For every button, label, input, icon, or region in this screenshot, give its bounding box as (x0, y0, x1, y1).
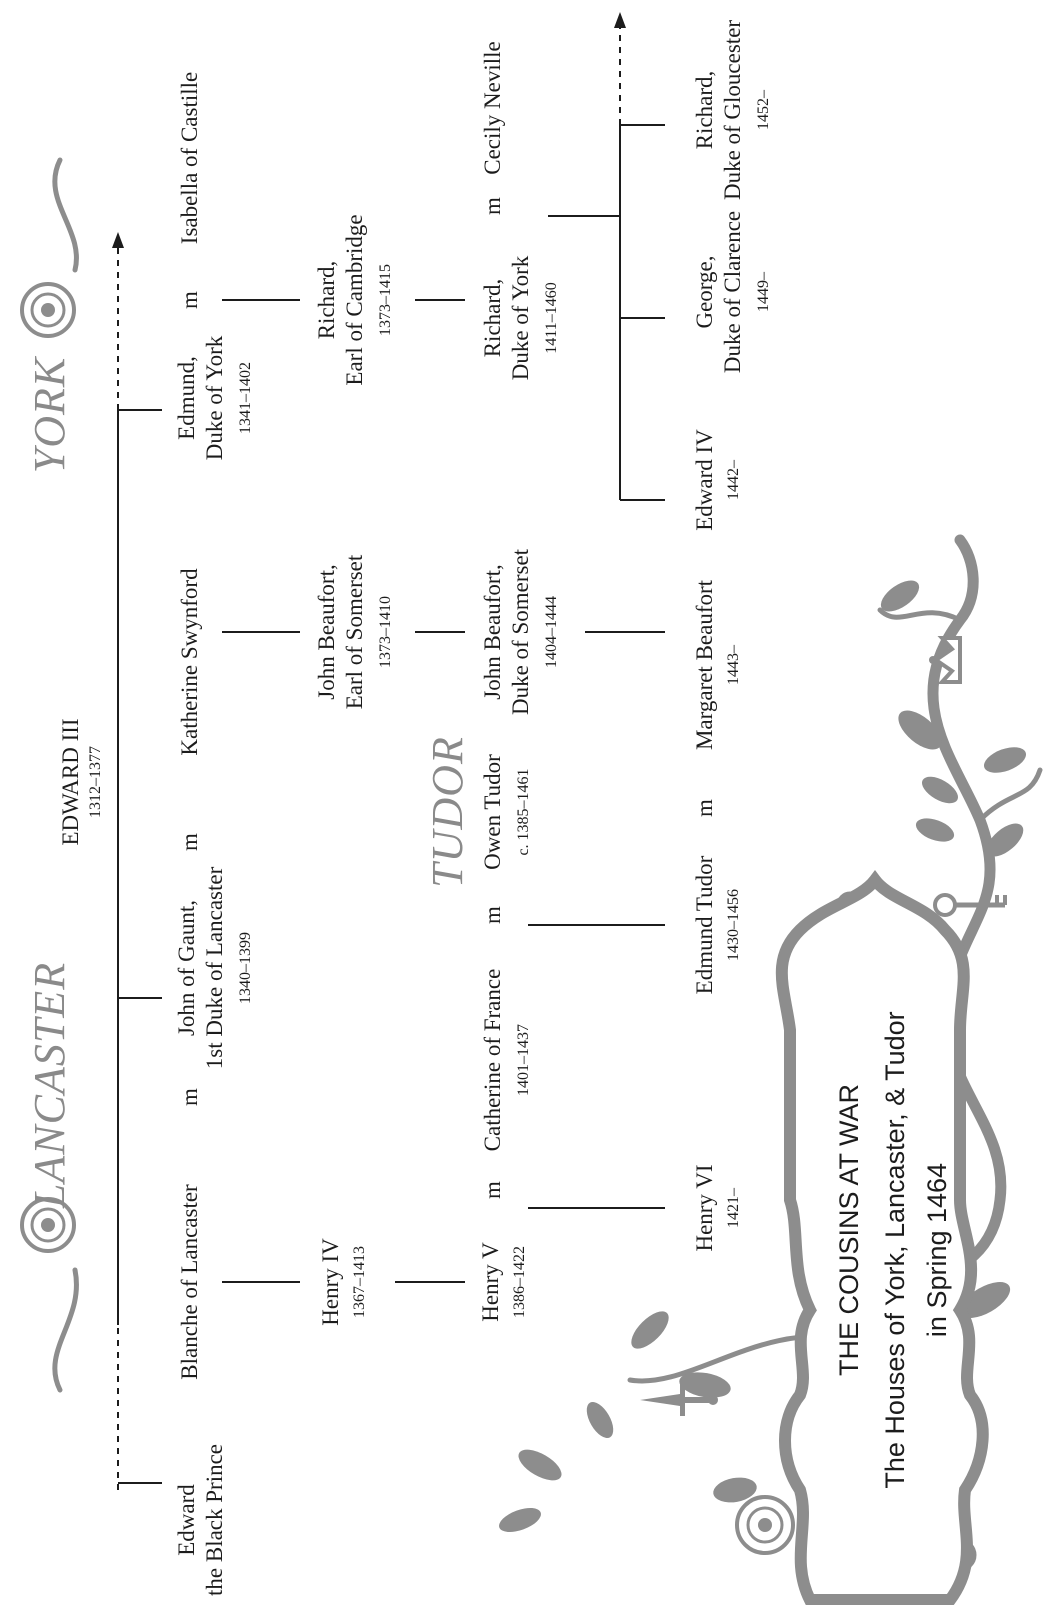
person-name: Cecily Neville (480, 41, 505, 175)
person-name: Duke of Clarence (720, 211, 745, 373)
person-dates: 1341–1402 (237, 362, 254, 434)
person-name: Richard, (480, 279, 505, 358)
person-dates: c. 1385–1461 (515, 768, 532, 855)
person-name: the Black Prince (202, 1444, 227, 1596)
person-dates: 1404–1444 (543, 596, 560, 668)
title-text: THE COUSINS AT WAR The Houses of York, L… (834, 1011, 952, 1488)
marriage-marker: m (177, 1088, 202, 1106)
house-label-tudor: TUDOR (423, 736, 472, 888)
person-dates: 1421– (725, 1187, 742, 1228)
person-name: Duke of York (508, 255, 533, 380)
person-edward-iii: EDWARD III 1312–1377 (58, 718, 104, 845)
person-name: Earl of Cambridge (342, 214, 367, 385)
person-catherine: Catherine of France 1401–1437 (480, 969, 532, 1152)
marriage-marker: m (480, 906, 505, 924)
tree-connectors (112, 12, 665, 1490)
person-black-prince: Edward the Black Prince (174, 1444, 227, 1596)
person-dates: 1340–1399 (237, 932, 254, 1004)
person-dates: 1373–1410 (377, 596, 394, 668)
person-john-of-gaunt: John of Gaunt, 1st Duke of Lancaster 134… (174, 866, 254, 1069)
person-name: Earl of Somerset (342, 554, 367, 709)
title-line-1: THE COUSINS AT WAR (834, 1084, 864, 1376)
person-name: George, (692, 255, 717, 328)
person-john-beaufort-duke: John Beaufort, Duke of Somerset 1404–144… (480, 548, 560, 715)
person-richard-york: Richard, Duke of York 1411–1460 (480, 255, 560, 380)
tudor-rose-icon (20, 1197, 76, 1253)
person-name: Richard, (314, 261, 339, 340)
marriage-marker: m (480, 197, 505, 215)
person-dates: 1373–1415 (377, 264, 394, 336)
person-dates: 1411–1460 (543, 282, 560, 353)
person-name: Henry VI (692, 1164, 717, 1251)
marriage-marker: m (480, 1181, 505, 1199)
person-henry-v: Henry V 1386–1422 (478, 1242, 528, 1322)
person-dates: 1401–1437 (515, 1024, 532, 1096)
house-label-york: YORK (25, 355, 74, 473)
tudor-rose-icon (20, 282, 76, 338)
person-dates: 1442– (725, 459, 742, 500)
key-icon (933, 893, 1007, 917)
tudor-rose-icon (735, 1495, 795, 1555)
person-katherine-swynford: Katherine Swynford (177, 568, 202, 756)
person-name: Edward IV (692, 429, 717, 531)
person-name: Catherine of France (480, 969, 505, 1152)
person-name: John of Gaunt, (174, 900, 199, 1036)
person-name: Richard, (692, 71, 717, 150)
person-edmund-tudor: Edmund Tudor 1430–1456 (692, 855, 742, 994)
person-name: Edward (174, 1484, 199, 1556)
title-cartouche (775, 870, 989, 1606)
person-blanche: Blanche of Lancaster (177, 1184, 202, 1380)
person-name: Duke of Somerset (508, 548, 533, 715)
person-dates: 1449– (755, 271, 772, 312)
title-line-3: in Spring 1464 (922, 1163, 952, 1337)
dagger-icon (640, 1384, 718, 1416)
person-henry-iv: Henry IV 1367–1413 (318, 1238, 368, 1326)
person-john-beaufort-earl: John Beaufort, Earl of Somerset 1373–141… (314, 554, 394, 709)
crown-icon (929, 636, 962, 684)
person-name: Duke of Gloucester (720, 20, 745, 200)
person-name: Blanche of Lancaster (177, 1184, 202, 1380)
person-name: Henry IV (318, 1238, 343, 1326)
marriage-marker: m (177, 833, 202, 851)
person-owen-tudor: Owen Tudor c. 1385–1461 (480, 754, 532, 870)
person-name: EDWARD III (58, 718, 83, 845)
person-dates: 1430–1456 (725, 889, 742, 961)
person-name: Owen Tudor (480, 754, 505, 870)
person-name: Henry V (478, 1242, 503, 1322)
person-george-clarence: George, Duke of Clarence 1449– (692, 211, 772, 373)
person-name: Katherine Swynford (177, 568, 202, 756)
person-dates: 1367–1413 (351, 1246, 368, 1318)
person-cecily: Cecily Neville (480, 41, 505, 175)
person-name: Margaret Beaufort (692, 579, 717, 750)
person-dates: 1443– (725, 644, 742, 685)
person-richard-gloucester: Richard, Duke of Gloucester 1452– (692, 20, 772, 200)
person-name: Duke of York (202, 335, 227, 460)
person-name: Isabella of Castille (177, 72, 202, 244)
person-edward-iv: Edward IV 1442– (692, 429, 742, 531)
person-name: Edmund Tudor (692, 855, 717, 994)
person-dates: 1452– (755, 89, 772, 130)
person-name: 1st Duke of Lancaster (202, 866, 227, 1069)
person-richard-cambridge: Richard, Earl of Cambridge 1373–1415 (314, 214, 394, 385)
marriage-marker: m (692, 799, 717, 817)
person-margaret-beaufort: Margaret Beaufort 1443– (692, 579, 742, 750)
person-name: Edmund, (174, 356, 199, 440)
person-edmund-york: Edmund, Duke of York 1341–1402 (174, 335, 254, 460)
person-isabella: Isabella of Castille (177, 72, 202, 244)
person-name: John Beaufort, (314, 564, 339, 699)
person-dates: 1386–1422 (511, 1246, 528, 1318)
person-dates: 1312–1377 (87, 746, 104, 818)
marriage-marker: m (177, 291, 202, 309)
title-line-2: The Houses of York, Lancaster, & Tudor (880, 1011, 910, 1488)
person-name: John Beaufort, (480, 564, 505, 699)
person-henry-vi: Henry VI 1421– (692, 1164, 742, 1251)
house-label-lancaster: LANCASTER (25, 962, 74, 1209)
